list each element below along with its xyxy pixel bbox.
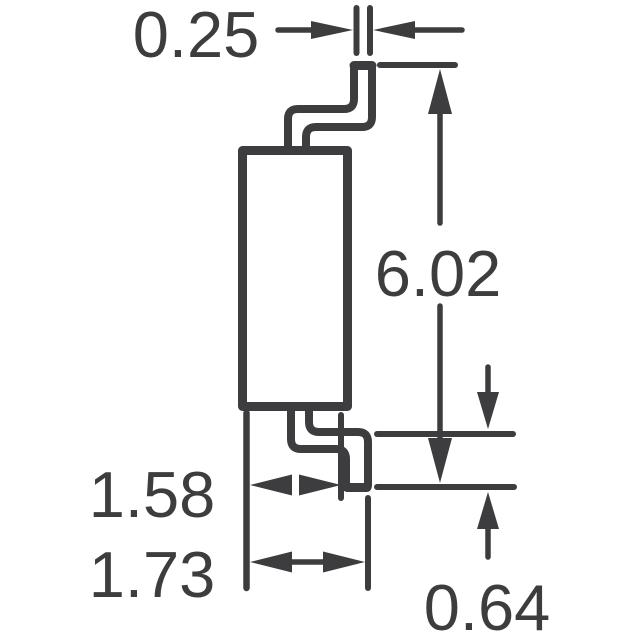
dim-lead-thickness-arrowhead-right-icon xyxy=(311,21,353,39)
dim-overall-height-arrowhead-down-icon xyxy=(428,438,452,483)
dim-label-foot-width-outer: 1.73 xyxy=(89,538,216,611)
arrowheads xyxy=(250,21,499,573)
dim-label-foot-width-inner: 1.58 xyxy=(89,458,216,531)
dim-standoff-arrowhead-up-icon xyxy=(477,492,499,529)
dim-label-lead-standoff: 0.64 xyxy=(424,571,551,640)
dim-foot-inner-arrowhead-left-icon xyxy=(250,474,292,496)
line-work xyxy=(238,5,517,592)
top-lead-inner-surface xyxy=(302,63,376,155)
dim-foot-inner-arrowhead-right-icon xyxy=(299,474,341,496)
dim-foot-outer-arrowhead-right-icon xyxy=(323,551,365,573)
package-body xyxy=(238,146,352,411)
dim-overall-height-arrowhead-up-icon xyxy=(428,69,452,114)
top-lead-outer-surface xyxy=(284,63,358,155)
dim-foot-outer-arrowhead-left-icon xyxy=(250,551,292,573)
bottom-lead-outer-surface xyxy=(287,402,350,490)
dim-standoff-arrowhead-down-icon xyxy=(477,392,499,429)
dim-label-lead-thickness: 0.25 xyxy=(133,0,260,71)
dim-label-overall-height: 6.02 xyxy=(375,237,502,310)
dim-lead-thickness-arrowhead-left-icon xyxy=(373,21,415,39)
dimension-labels: 0.25 6.02 1.58 1.73 0.64 xyxy=(89,0,551,640)
